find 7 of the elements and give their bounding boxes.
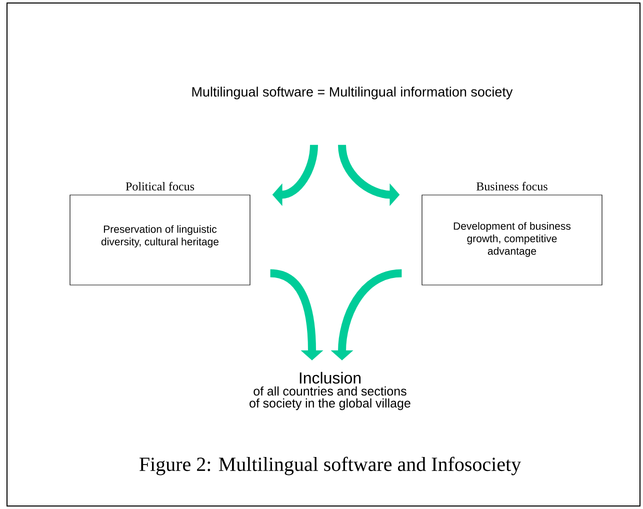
node-label: Political focus — [126, 182, 194, 190]
outcome-text: Inclusion of all countries and sections of society in the global village — [250, 372, 410, 410]
focus-box: Business focus Development of business growth, competitive advantage — [422, 182, 602, 286]
figure-caption: Figure 2: Multilingual software and Infosociety — [140, 456, 522, 476]
focus-box: Political focus Preservation of linguistic diversity, cultural heritage — [70, 182, 250, 286]
heading-text: Multilingual software = Multilingual information society — [192, 86, 513, 100]
node-label: Business focus — [476, 182, 548, 190]
